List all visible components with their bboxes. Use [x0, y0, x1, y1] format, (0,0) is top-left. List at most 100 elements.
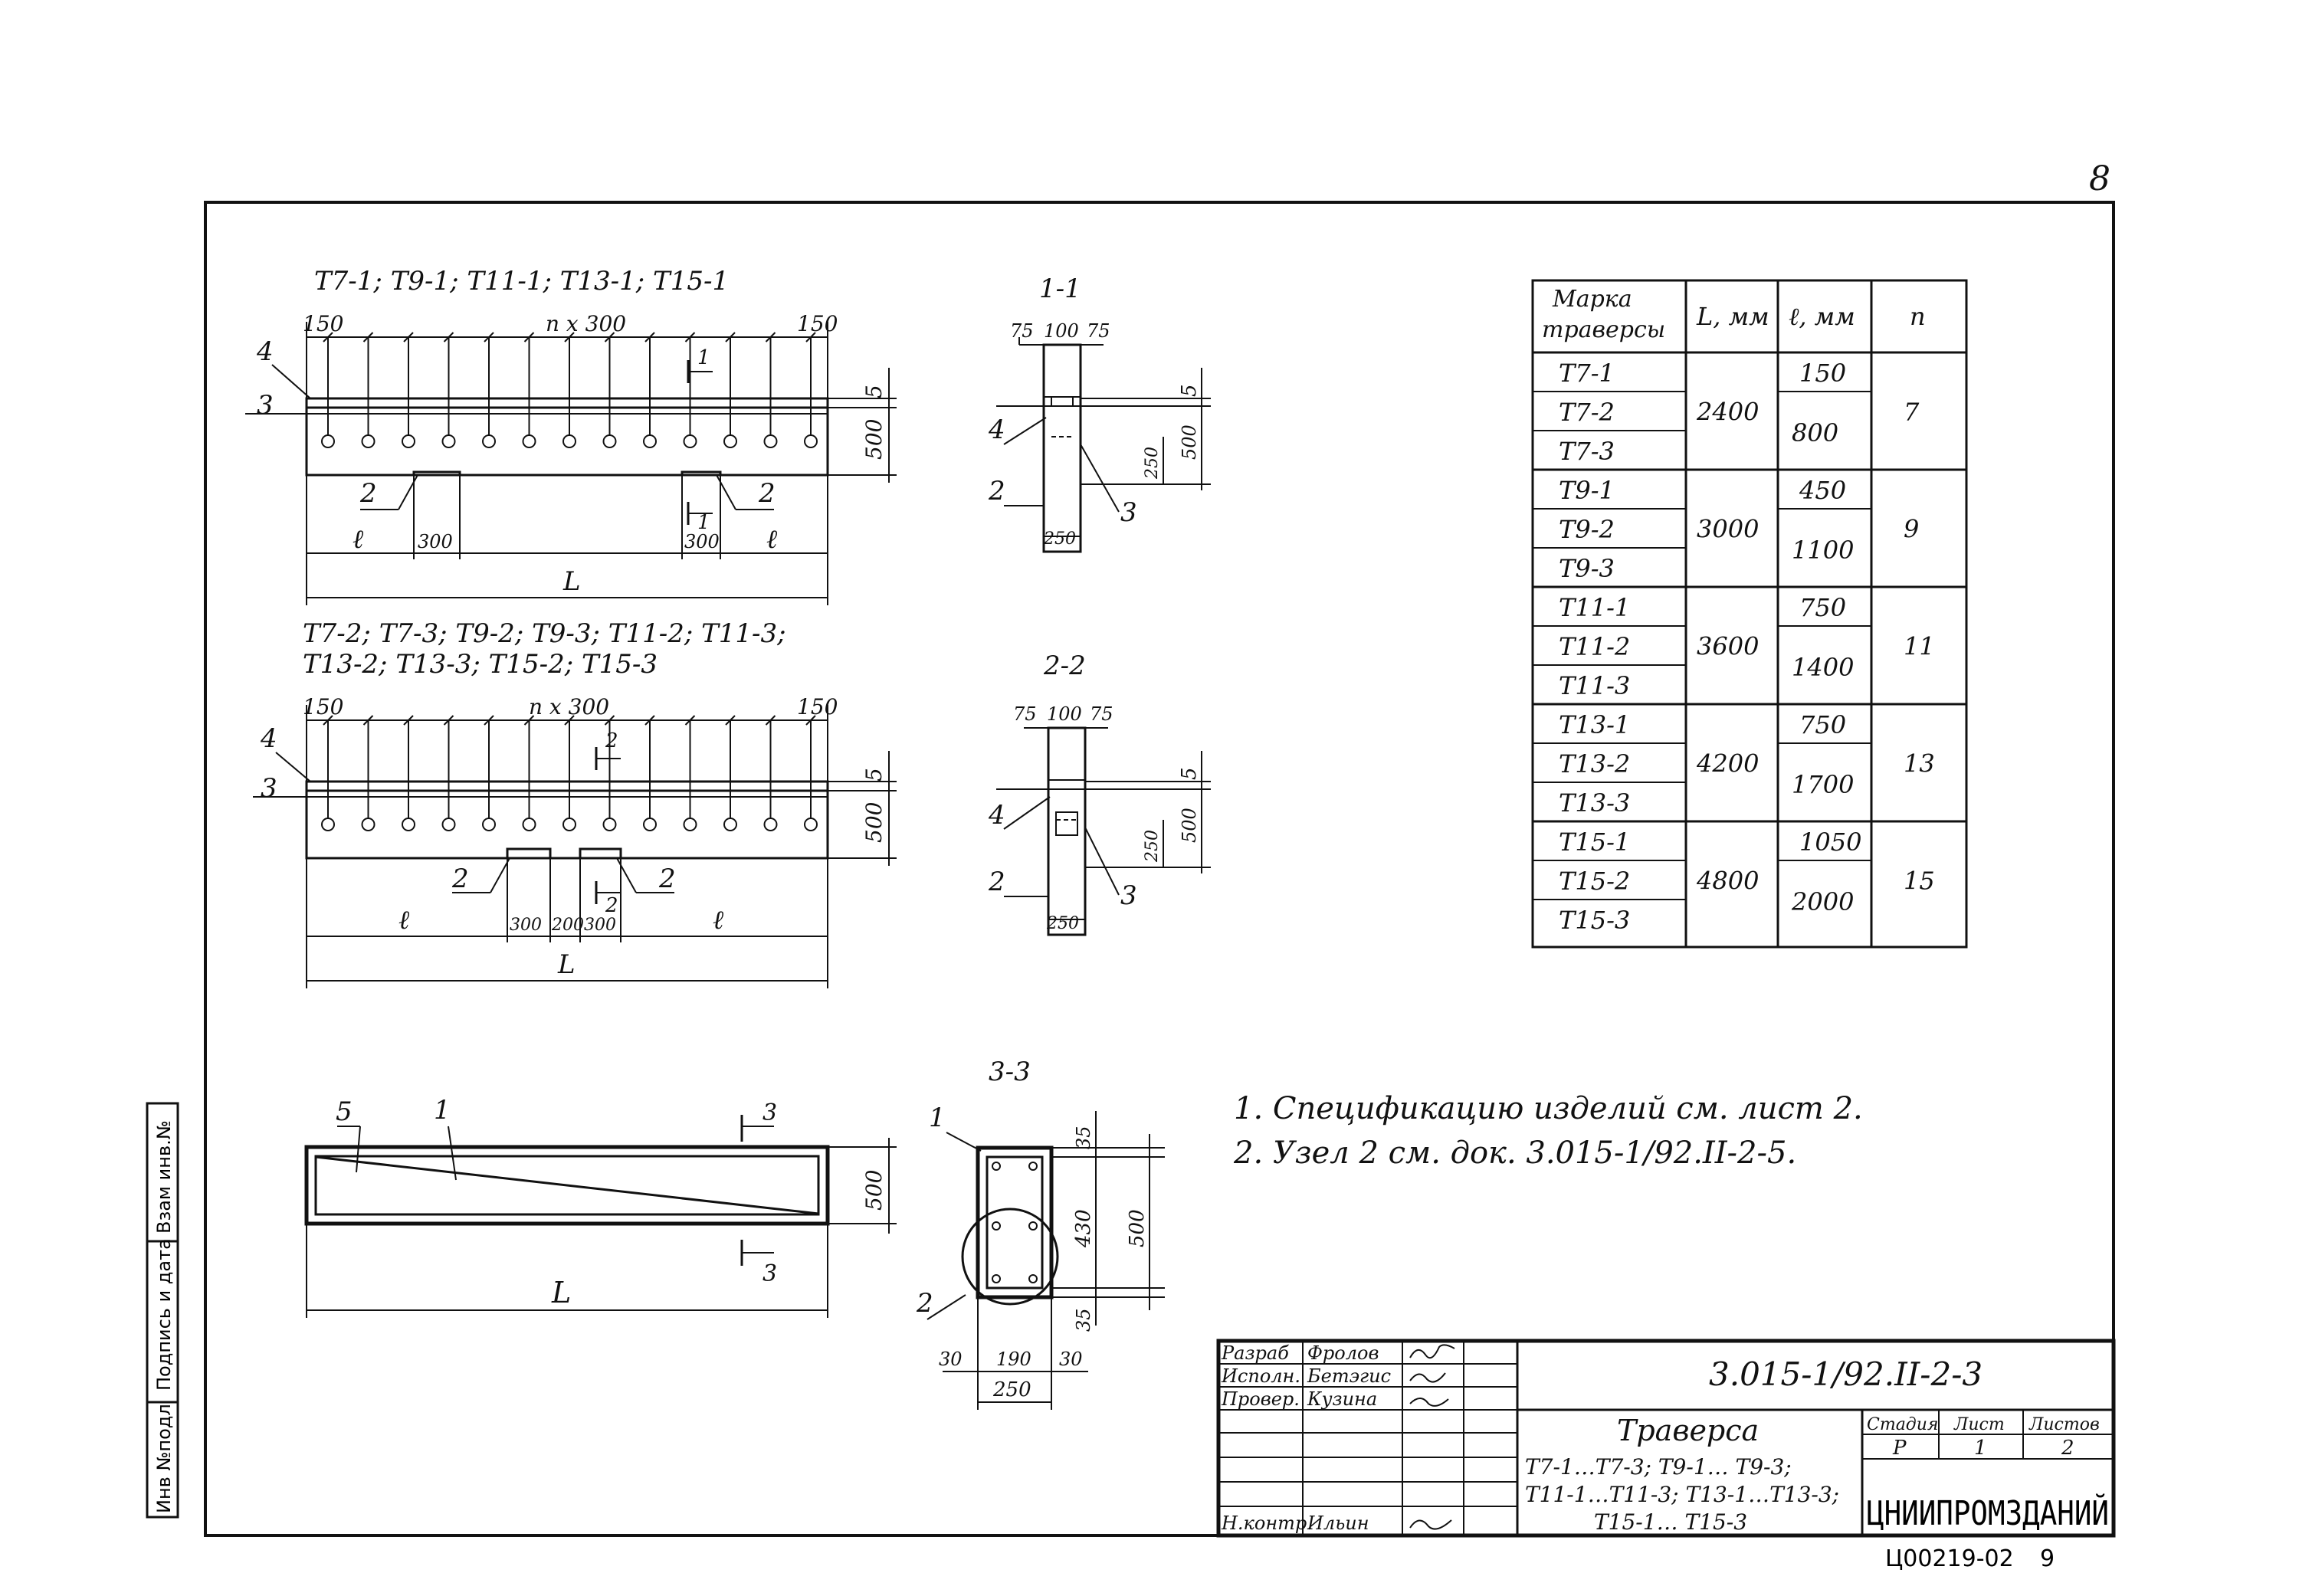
- plan-dim-L: L: [551, 1276, 571, 1309]
- view2-title-line2: Т13-2; Т13-3; Т15-2; Т15-3: [303, 649, 658, 680]
- sign-name-0: Фролов: [1307, 1342, 1379, 1364]
- dim-nx300-2: n x 300: [529, 694, 609, 719]
- dim-500-2: 500: [861, 802, 887, 843]
- dim-tick: [765, 715, 776, 726]
- elevation-view-1: Т7-1; Т9-1; Т11-1; Т13-1; Т15-1 150 n x …: [245, 266, 897, 605]
- sec11-pos-4: 4: [988, 415, 1005, 445]
- table-cell-mark: Т9-1: [1559, 476, 1615, 505]
- table-cell-L: 3000: [1697, 515, 1759, 544]
- cut-1-bottom: 1: [697, 511, 710, 534]
- pos-3-view2: 3: [261, 773, 277, 804]
- dim-300-a-2: 300: [510, 916, 542, 935]
- dim-tick: [523, 715, 535, 726]
- cut-1-top: 1: [697, 346, 710, 369]
- plan-pos-1: 1: [434, 1095, 451, 1126]
- dim-150-left-2: 150: [303, 694, 343, 719]
- sign-name-3: Ильин: [1307, 1512, 1369, 1534]
- dim-l-right-2: ℓ: [713, 905, 723, 936]
- table-cell-mark: Т7-1: [1559, 359, 1615, 388]
- table-cell-n: 13: [1904, 749, 1935, 778]
- table-cell-mark: Т7-3: [1559, 437, 1615, 466]
- hanger-rod: [361, 720, 376, 831]
- dim-l-left-1: ℓ: [353, 524, 363, 555]
- hanger-rod: [482, 720, 496, 831]
- sec33-pos-1: 1: [929, 1103, 946, 1133]
- sec33-dim-35-top: 35: [1073, 1126, 1094, 1149]
- sec22-pos-4: 4: [988, 800, 1005, 831]
- table-cell-l: 800: [1792, 418, 1838, 447]
- sheet-frame: [204, 201, 2115, 1537]
- table-cell-mark: Т13-1: [1559, 710, 1630, 739]
- dim-tick: [443, 332, 454, 342]
- dim-tick: [362, 715, 374, 726]
- table-cell-mark: Т11-2: [1559, 632, 1630, 661]
- hanger-rod: [804, 720, 818, 831]
- side-inv-podl: Инв №подл: [153, 1404, 175, 1513]
- table-cell-L: 4800: [1696, 867, 1759, 896]
- table-header-L: L, мм: [1696, 302, 1769, 331]
- hanger-rod: [482, 337, 496, 448]
- dim-tick: [684, 332, 696, 342]
- table-cell-n: 7: [1904, 398, 1920, 427]
- hanger-rod: [562, 720, 576, 831]
- pos-2-right-view1: 2: [758, 478, 776, 509]
- table-cell-mark: Т7-2: [1559, 398, 1615, 427]
- section-1-1: 1-1 75 100 75 5 500 250 250 4 2 3: [988, 274, 1211, 553]
- signature-scribble-3: [1409, 1519, 1452, 1530]
- sheets-value: 2: [2061, 1437, 2074, 1460]
- hanger-rod: [562, 337, 576, 448]
- table-header-mark-1: Марка: [1552, 286, 1632, 313]
- dim-L-2: L: [557, 949, 576, 980]
- hanger-rod: [602, 337, 617, 448]
- sec11-pos-2: 2: [988, 476, 1005, 506]
- hanger-rod: [723, 720, 737, 831]
- dim-5-1: 5: [861, 385, 887, 398]
- sec11-dim-250: 250: [1143, 447, 1162, 480]
- table-cell-l: 2000: [1791, 887, 1854, 916]
- hanger-rod: [402, 720, 415, 831]
- table-cell-l: 1700: [1792, 770, 1854, 799]
- dim-ticks-2: [306, 705, 828, 782]
- hanger-rod: [522, 720, 536, 831]
- dim-300-right-1: 300: [684, 531, 720, 552]
- dim-tick: [362, 332, 374, 342]
- stage-value: Р: [1892, 1437, 1907, 1460]
- dim-tick: [564, 332, 575, 342]
- dim-tick: [725, 332, 736, 342]
- table-cell-L: 3600: [1697, 632, 1759, 661]
- table-cell-n: 11: [1904, 632, 1935, 661]
- side-vzam-inv: Взам инв.№: [153, 1120, 175, 1234]
- side-sign-date: Подпись и дата: [153, 1238, 175, 1391]
- dim-75-l-1: 75: [1010, 320, 1034, 342]
- table-cell-l: 750: [1799, 593, 1846, 622]
- sign-role-3: Н.контр.: [1221, 1512, 1313, 1534]
- table-cell-mark: Т13-3: [1559, 788, 1630, 818]
- doc-title-marks-3: Т15-1… Т15-3: [1594, 1509, 1747, 1535]
- dim-tick: [484, 332, 494, 342]
- sec33-dim-190: 190: [996, 1349, 1031, 1370]
- signature-scribble-1: [1409, 1372, 1446, 1383]
- elevation-view-2: Т7-2; Т7-3; Т9-2; Т9-3; Т11-2; Т11-3; Т1…: [253, 618, 897, 988]
- stage-header: Стадия: [1867, 1415, 1939, 1434]
- sec22-pos-2: 2: [988, 867, 1005, 897]
- pos-2-left-view2: 2: [451, 864, 469, 894]
- pos-2-left-view1: 2: [359, 478, 377, 509]
- sec11-dim-5: 5: [1178, 384, 1201, 397]
- dim-L-1: L: [562, 566, 581, 597]
- sec22-dim-500: 500: [1179, 808, 1200, 843]
- sec33-dim-30-r: 30: [1059, 1349, 1083, 1370]
- sheet-value: 1: [1974, 1437, 1987, 1460]
- table-header-l: ℓ, мм: [1789, 302, 1855, 331]
- pos-3-view1: 3: [257, 390, 274, 421]
- sec22-dim-250: 250: [1143, 830, 1162, 863]
- org-name: ЦНИИПРОМЗДАНИЙ: [1867, 1493, 2109, 1533]
- dim-l-right-1: ℓ: [766, 524, 777, 555]
- dim-tick: [523, 332, 535, 342]
- spec-table: Марка траверсы L, мм ℓ, мм n Т7-1Т7-2Т7-…: [1531, 279, 1968, 949]
- sheets-header: Листов: [2028, 1415, 2100, 1434]
- hanger-rods-1: [321, 337, 818, 448]
- sec22-dim-250-b: 250: [1046, 914, 1079, 933]
- table-cell-l: 1100: [1792, 536, 1854, 565]
- dim-tick: [564, 715, 575, 726]
- dim-tick: [604, 715, 615, 726]
